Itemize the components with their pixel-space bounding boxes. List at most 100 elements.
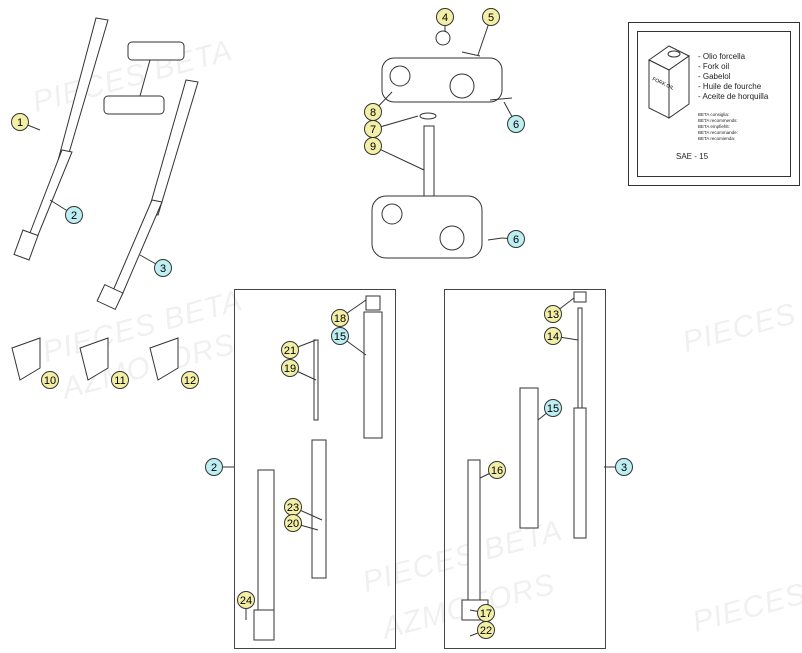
callout-circle bbox=[205, 458, 223, 476]
callout-number: 6 bbox=[513, 234, 519, 246]
fork-guard-part bbox=[149, 337, 179, 381]
fork-leg-part bbox=[27, 149, 73, 241]
callout-2: 2 bbox=[49, 199, 83, 224]
callout-10: 10 bbox=[41, 371, 59, 389]
callout-18: 18 bbox=[331, 299, 367, 327]
callout-20: 20 bbox=[284, 514, 319, 532]
fork-leg-right-panel bbox=[444, 289, 606, 649]
callout-13: 13 bbox=[544, 297, 575, 323]
callout-circle bbox=[331, 309, 349, 327]
callout-23: 23 bbox=[284, 498, 323, 521]
callout-number: 3 bbox=[160, 263, 166, 275]
fork-leg-part bbox=[55, 17, 109, 171]
callout-circle bbox=[154, 259, 172, 277]
callout-number: 16 bbox=[491, 465, 503, 477]
oil-recommend: BETA consiglia: BETA recommends: BETA em… bbox=[698, 112, 738, 142]
fork-leg-part bbox=[147, 79, 199, 216]
leader-line bbox=[372, 145, 425, 171]
callout-circle bbox=[111, 371, 129, 389]
callout-number: 21 bbox=[284, 345, 296, 357]
callout-3: 3 bbox=[604, 458, 633, 476]
cap-part bbox=[573, 291, 587, 303]
callout-number: 11 bbox=[114, 375, 125, 387]
cartridge-rod bbox=[577, 307, 583, 409]
callout-number: 10 bbox=[44, 375, 56, 387]
oil-name: - Fork oil bbox=[698, 62, 730, 71]
callout-24: 24 bbox=[237, 591, 255, 620]
cartridge-body bbox=[573, 407, 587, 539]
recommend-line: BETA recommande: bbox=[698, 130, 738, 135]
recommend-line: BETA recomienda: bbox=[698, 136, 736, 141]
callout-5: 5 bbox=[477, 8, 500, 56]
callout-number: 2 bbox=[211, 462, 217, 474]
callout-circle bbox=[281, 359, 299, 377]
oil-name: - Huile de fourche bbox=[698, 82, 762, 91]
callout-circle bbox=[364, 137, 382, 155]
callout-number: 8 bbox=[370, 107, 376, 119]
callout-number: 9 bbox=[370, 141, 376, 153]
callout-number: 15 bbox=[334, 331, 346, 343]
callout-number: 17 bbox=[480, 608, 492, 620]
fork-guard-part bbox=[11, 337, 41, 381]
callout-15: 15 bbox=[537, 399, 562, 421]
callout-number: 13 bbox=[547, 309, 559, 321]
callout-circle bbox=[544, 305, 562, 323]
callout-circle bbox=[477, 621, 495, 639]
fork-foot-part bbox=[96, 283, 124, 311]
callout-number: 22 bbox=[480, 625, 492, 637]
callout-number: 6 bbox=[513, 119, 519, 131]
callout-circle bbox=[331, 327, 349, 345]
callout-number: 23 bbox=[287, 502, 299, 514]
callout-number: 2 bbox=[71, 210, 77, 222]
recommend-line: BETA consiglia: bbox=[698, 112, 730, 117]
callout-circle bbox=[237, 591, 255, 609]
outer-tube bbox=[519, 387, 539, 529]
callout-3: 3 bbox=[139, 254, 172, 277]
callout-9: 9 bbox=[364, 137, 425, 171]
callout-number: 20 bbox=[287, 518, 299, 530]
oil-can-icon: FORK OIL bbox=[648, 45, 690, 119]
callout-circle bbox=[488, 461, 506, 479]
callout-1: 1 bbox=[11, 113, 41, 131]
inner-tube bbox=[467, 459, 481, 611]
oil-names: - Olio forcella - Fork oil - Gabelol - H… bbox=[698, 52, 768, 102]
callout-circle bbox=[436, 8, 454, 26]
callout-circle bbox=[544, 399, 562, 417]
callout-15: 15 bbox=[331, 327, 367, 356]
oil-name: - Olio forcella bbox=[698, 52, 746, 61]
callout-circle bbox=[11, 113, 29, 131]
callout-circle bbox=[41, 371, 59, 389]
callout-6: 6 bbox=[503, 101, 525, 133]
callout-11: 11 bbox=[111, 371, 129, 389]
callout-21: 21 bbox=[281, 339, 317, 359]
callout-number: 14 bbox=[547, 331, 559, 343]
callout-circle bbox=[181, 371, 199, 389]
callout-17: 17 bbox=[469, 604, 495, 622]
oil-name: - Aceite de horquilla bbox=[698, 92, 769, 101]
callout-22: 22 bbox=[469, 621, 495, 639]
outer-tube bbox=[363, 311, 383, 439]
callout-circle bbox=[507, 115, 525, 133]
callout-circle bbox=[65, 206, 83, 224]
callout-number: 15 bbox=[547, 403, 559, 415]
callout-circle bbox=[615, 458, 633, 476]
callout-number: 18 bbox=[334, 313, 346, 325]
axle-foot bbox=[253, 609, 275, 641]
callout-2: 2 bbox=[205, 458, 234, 476]
callout-12: 12 bbox=[181, 371, 199, 389]
callout-circle bbox=[281, 341, 299, 359]
fork-oil-box: FORK OIL - Olio forcella - Fork oil - Ga… bbox=[628, 22, 800, 186]
spring-part bbox=[311, 439, 327, 579]
callout-number: 19 bbox=[284, 363, 296, 375]
recommend-line: BETA recommends: bbox=[698, 118, 738, 123]
triple-clamp-part bbox=[127, 41, 185, 61]
triple-clamp-part bbox=[103, 95, 165, 115]
callout-circle bbox=[482, 8, 500, 26]
callout-4: 4 bbox=[436, 8, 454, 32]
fork-leg-left-panel bbox=[234, 289, 396, 649]
callout-circle bbox=[507, 230, 525, 248]
cap-part bbox=[365, 295, 381, 311]
callout-number: 12 bbox=[184, 375, 196, 387]
oil-grade: SAE - 15 bbox=[676, 152, 709, 161]
